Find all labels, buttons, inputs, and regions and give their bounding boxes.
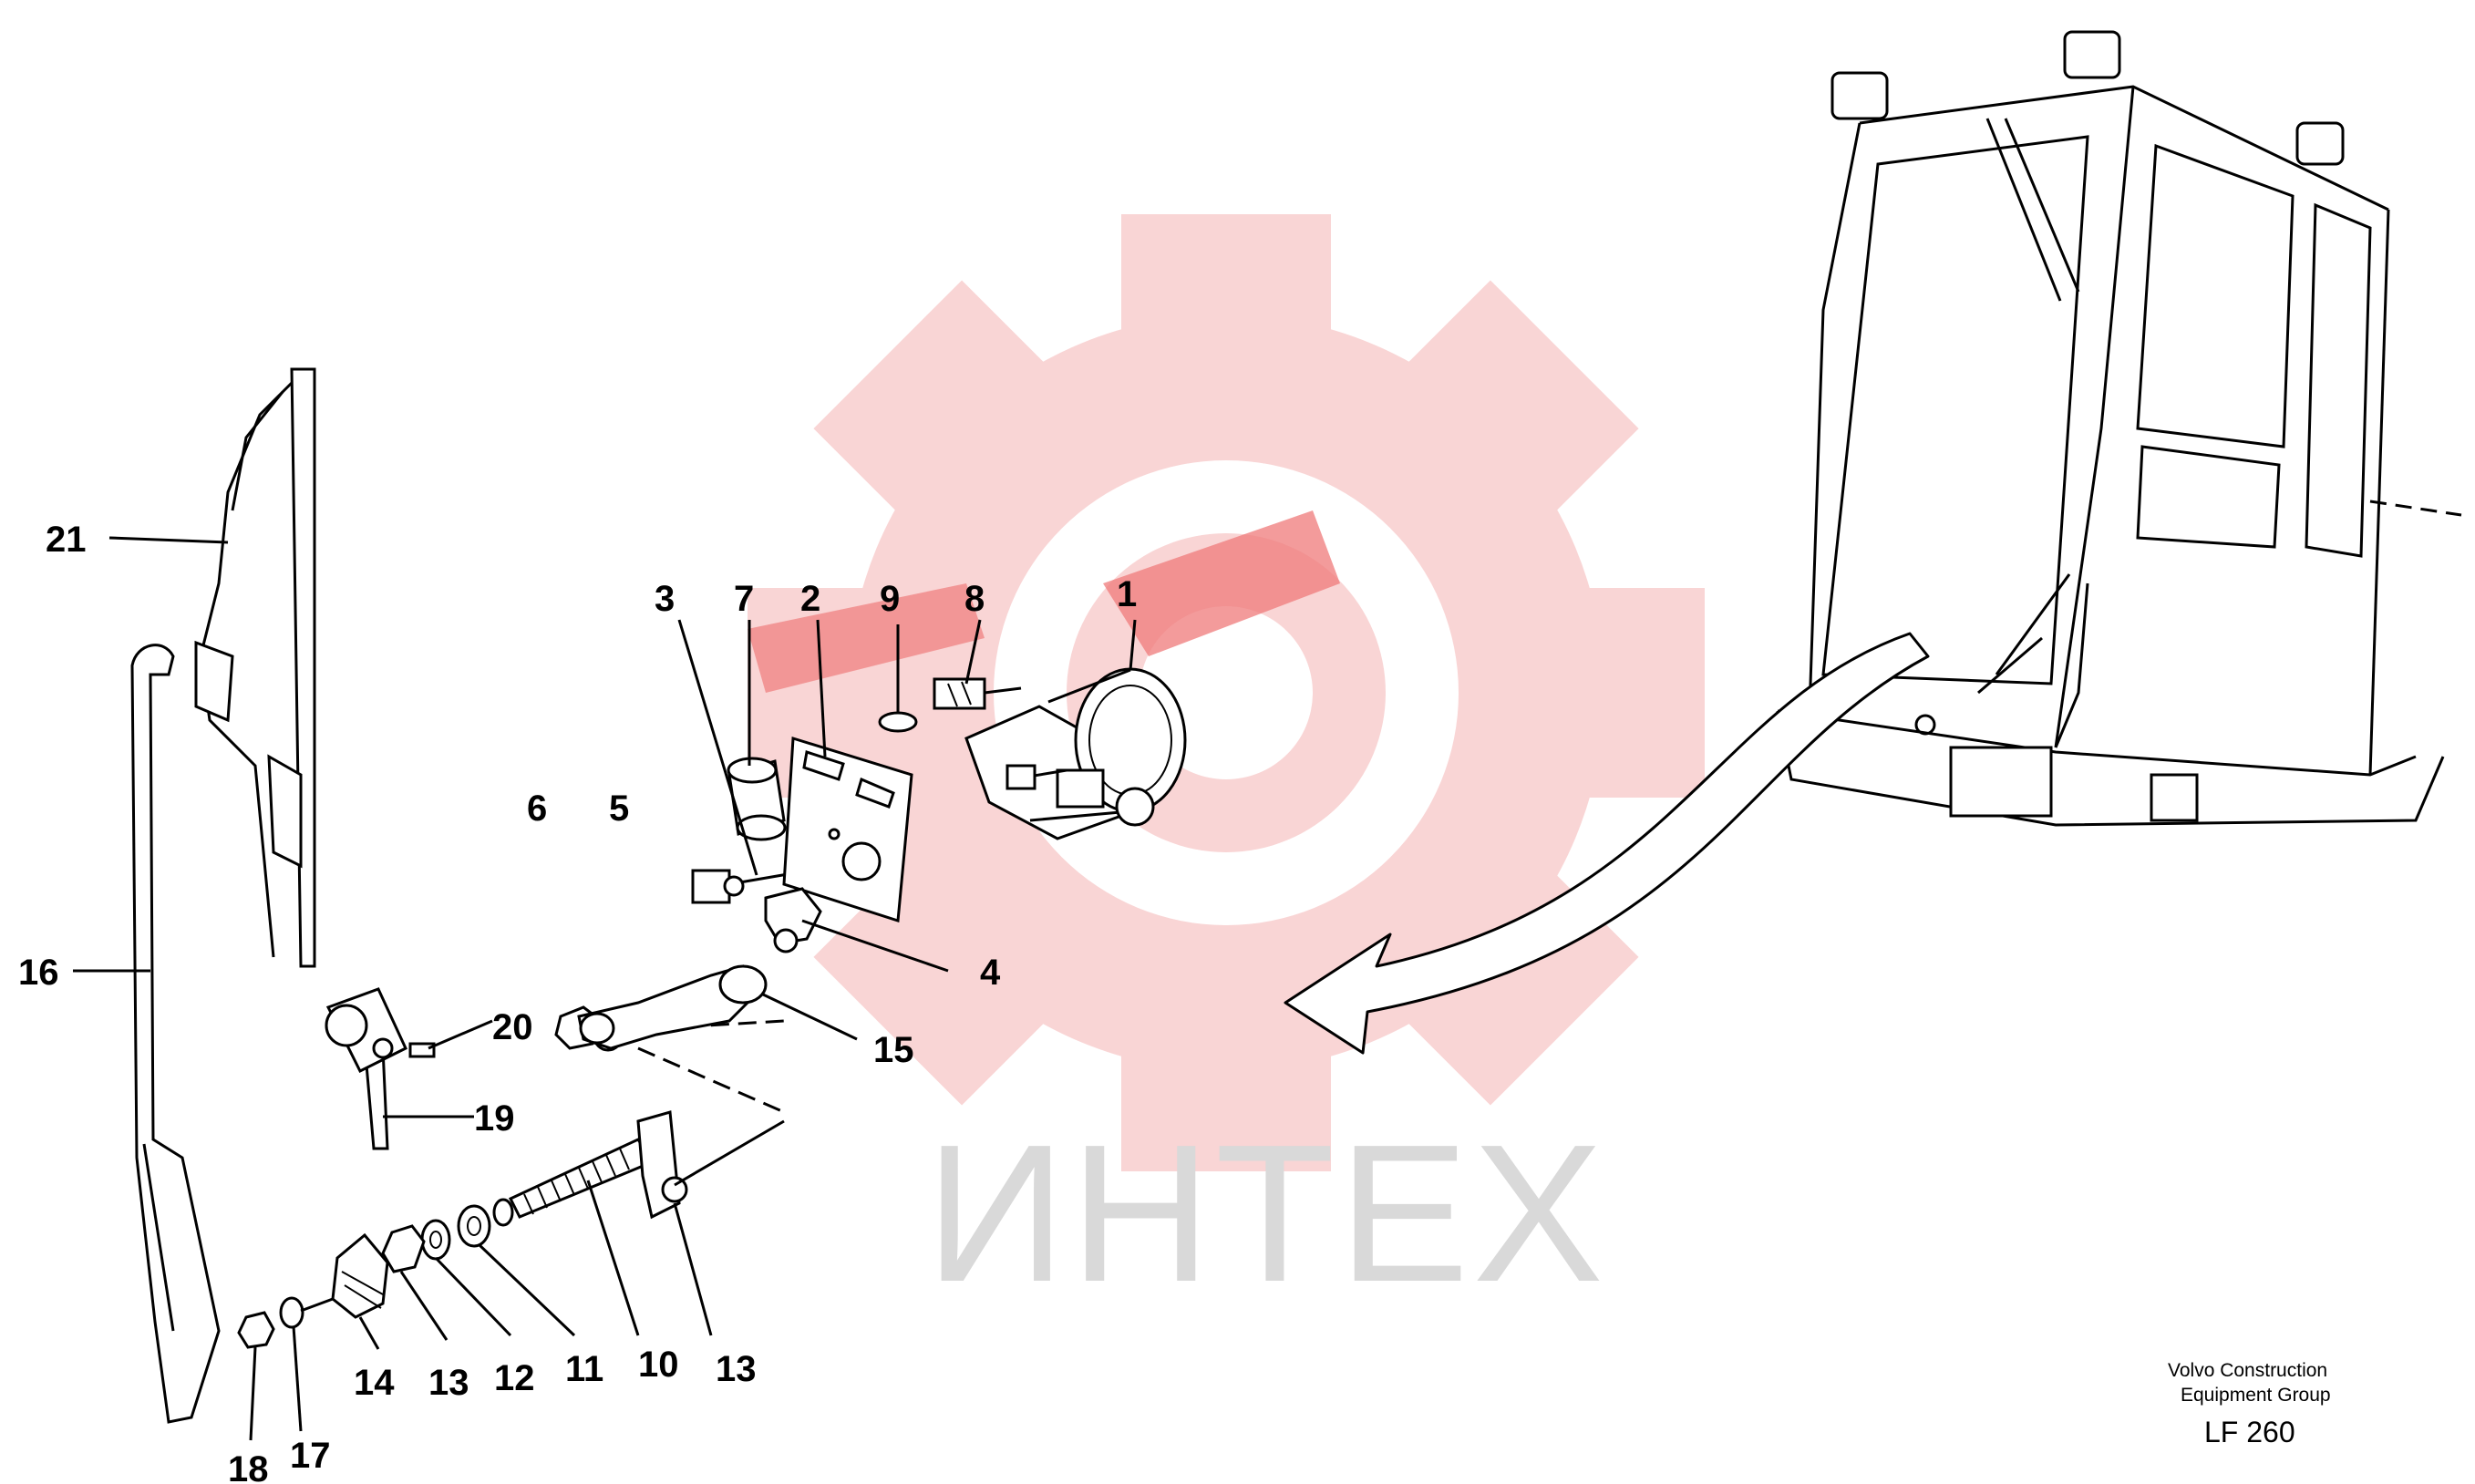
- callout-18: 18: [228, 1449, 269, 1484]
- wiper-blade: [194, 367, 316, 968]
- clip: [764, 887, 822, 953]
- callout-10: 10: [638, 1345, 679, 1385]
- shaft-assembly: [325, 987, 436, 1150]
- footer-company-line1: Volvo Construction: [2168, 1360, 2327, 1381]
- spacer-sleeve: [727, 757, 787, 841]
- callout-14: 14: [354, 1363, 395, 1403]
- callout-4: 4: [980, 953, 1001, 993]
- direction-arrow: [1284, 632, 1930, 1055]
- callout-7: 7: [734, 579, 754, 619]
- mounting-plate: [782, 737, 913, 922]
- spindle-assembly: [492, 1110, 785, 1227]
- callout-21: 21: [46, 520, 87, 560]
- wiper-arm: [130, 644, 221, 1424]
- watermark-text: ИНТЕХ: [925, 1103, 1607, 1323]
- callout-15: 15: [873, 1030, 914, 1070]
- footer-model: LF 260: [2204, 1416, 2295, 1448]
- callout-2: 2: [800, 579, 820, 619]
- callout-16: 16: [18, 953, 59, 993]
- callout-6: 6: [527, 788, 547, 829]
- watermark-gear-logo: [748, 214, 1705, 1171]
- callout-19: 19: [474, 1098, 515, 1139]
- callout-9: 9: [880, 579, 900, 619]
- wiper-motor: [964, 667, 1187, 840]
- callout-20: 20: [492, 1007, 533, 1047]
- callout-3: 3: [655, 579, 675, 619]
- callout-12: 12: [494, 1358, 535, 1398]
- callout-8: 8: [964, 579, 985, 619]
- callout-11: 11: [565, 1349, 603, 1389]
- washer-stack: [331, 1204, 491, 1319]
- nut-and-washer: [237, 1296, 334, 1349]
- footer-company-line2: Equipment Group: [2181, 1385, 2331, 1406]
- callout-13-crank: 13: [716, 1349, 757, 1389]
- callout-5: 5: [609, 788, 629, 829]
- cab-illustration: [1776, 30, 2462, 827]
- linkage-arm: [577, 964, 785, 1114]
- callout-17: 17: [290, 1436, 331, 1476]
- callout-13-nut: 13: [428, 1363, 469, 1403]
- callout-1: 1: [1117, 574, 1137, 614]
- leader-lines: [73, 536, 1137, 1441]
